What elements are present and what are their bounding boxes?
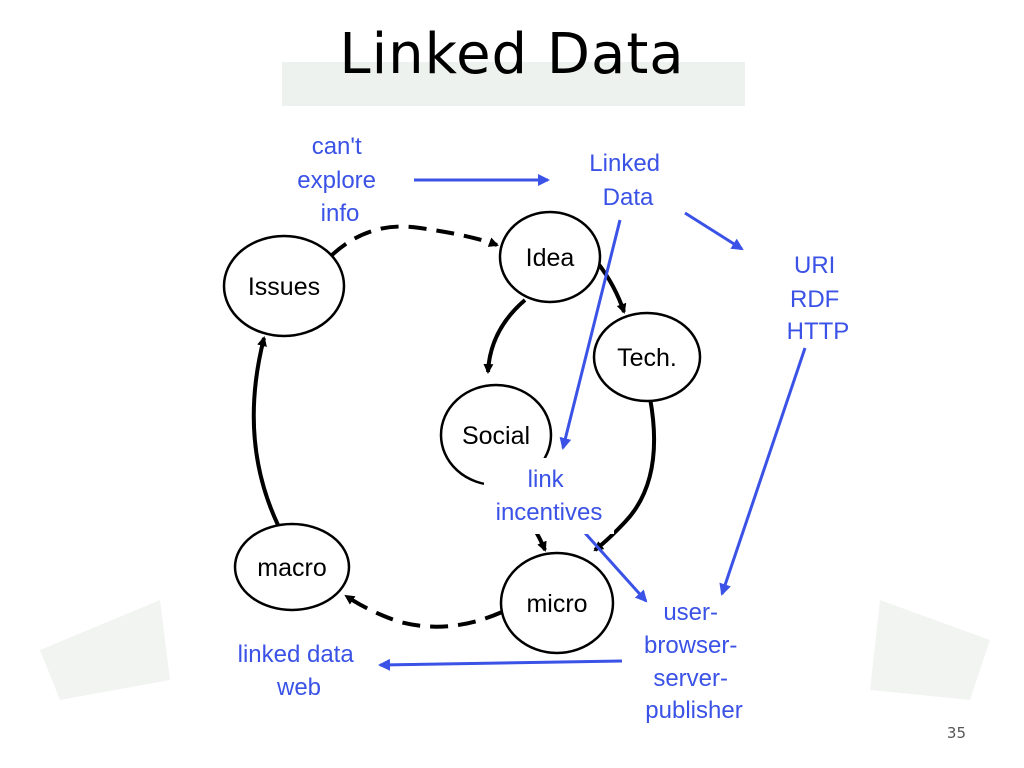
node-tech-label: Tech. <box>617 344 677 372</box>
label-cant-explore-info: can't explore info <box>297 133 382 227</box>
edge-idea-social <box>483 298 527 374</box>
label-user-browser-server-publisher: user- browser- server- publisher <box>644 599 744 724</box>
node-micro: micro <box>499 551 615 655</box>
edge-micro-macro <box>344 594 503 629</box>
arrow-linkeddata-incentives <box>559 219 622 450</box>
node-idea-label: Idea <box>526 244 575 272</box>
edge-tech-micro <box>593 397 657 552</box>
node-issues: Issues <box>222 234 346 338</box>
label-linked-data-web: linked data web <box>238 641 361 701</box>
label-uri-rdf-http: URI RDF HTTP <box>787 252 850 345</box>
slide-number: 35 <box>946 724 966 742</box>
label-linked-data: Linked Data <box>589 150 666 211</box>
slide-title: Linked Data <box>339 22 685 87</box>
edge-macro-issues <box>251 336 280 526</box>
arrow-user-linkeddataweb <box>378 658 623 671</box>
incentives-label-background <box>484 458 614 534</box>
node-micro-label: micro <box>526 590 587 618</box>
label-link-incentives: link incentives <box>496 466 603 526</box>
edge-issues-idea <box>330 224 499 257</box>
node-social-label: Social <box>462 422 530 450</box>
node-macro-label: macro <box>257 554 326 582</box>
arrow-uri-user <box>719 347 807 596</box>
node-macro: macro <box>233 522 351 612</box>
node-issues-label: Issues <box>248 273 320 301</box>
node-idea: Idea <box>498 210 602 304</box>
arrow-incentives-user <box>583 531 648 603</box>
arrow-linkeddata-uri <box>684 211 744 251</box>
edge-idea-tech <box>595 260 627 314</box>
node-tech: Tech. <box>592 311 702 403</box>
